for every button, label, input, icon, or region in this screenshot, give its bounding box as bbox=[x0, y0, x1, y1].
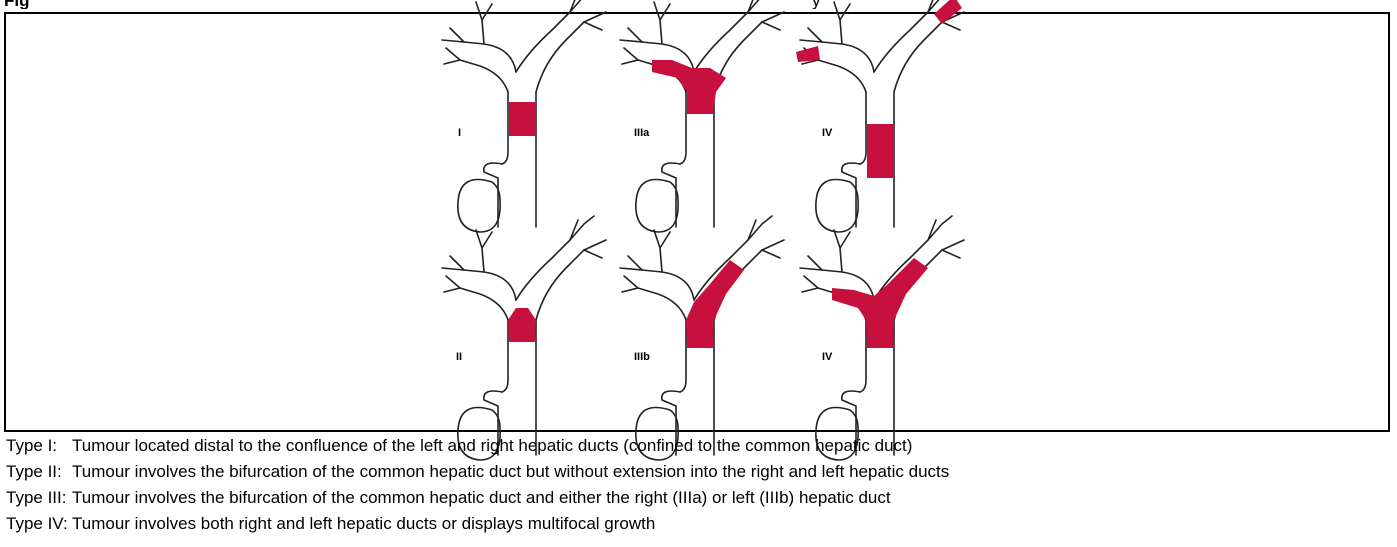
legend-row-type-iv: Type IV: Tumour involves both right and … bbox=[6, 511, 1391, 537]
panel-label: IIIb bbox=[634, 351, 650, 363]
legend-row-type-i: Type I: Tumour located distal to the con… bbox=[6, 433, 1391, 459]
tumour-region bbox=[509, 102, 535, 136]
legend-description: Tumour involves the bifurcation of the c… bbox=[72, 459, 949, 484]
tumour-region bbox=[796, 46, 820, 62]
legend-type: Type II: bbox=[6, 459, 62, 484]
panel-type-iv-multifocal: IV bbox=[796, 0, 964, 232]
panel-type-i: I bbox=[442, 0, 606, 232]
panel-type-iiib: IIIb bbox=[620, 216, 784, 460]
panel-type-iv-bilateral: IV bbox=[800, 216, 964, 460]
panel-label: II bbox=[456, 351, 462, 363]
panel-label: IIIa bbox=[634, 127, 650, 139]
legend-description: Tumour located distal to the confluence … bbox=[72, 433, 912, 458]
panel-type-iiia: IIIa bbox=[620, 0, 784, 232]
tumour-region bbox=[867, 124, 893, 178]
panel-label: I bbox=[458, 127, 461, 139]
legend-row-type-iii: Type III: Tumour involves the bifurcatio… bbox=[6, 485, 1391, 511]
legend-row-type-ii: Type II: Tumour involves the bifurcation… bbox=[6, 459, 1391, 485]
legend-type: Type III: bbox=[6, 485, 66, 510]
panel-type-ii: II bbox=[442, 216, 606, 460]
legend-type: Type I: bbox=[6, 433, 57, 458]
legend-description: Tumour involves the bifurcation of the c… bbox=[72, 485, 891, 510]
panel-label: IV bbox=[822, 127, 833, 139]
legend-description: Tumour involves both right and left hepa… bbox=[72, 511, 655, 536]
classification-legend: Type I: Tumour located distal to the con… bbox=[6, 433, 1391, 537]
legend-type: Type IV: bbox=[6, 511, 68, 536]
panel-label: IV bbox=[822, 351, 833, 363]
tumour-region bbox=[934, 0, 962, 24]
tumour-region bbox=[508, 308, 536, 342]
tumour-region bbox=[652, 60, 726, 114]
tumour-region bbox=[832, 258, 928, 348]
